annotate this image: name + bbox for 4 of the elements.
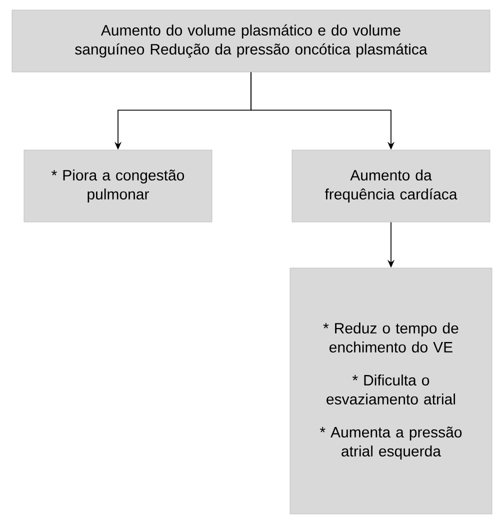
process-box: * Piora a congestão pulmonar (24, 150, 212, 222)
process-box: * Reduz o tempo de enchimento do VE * Dificulta o esvaziamento atrial * Aumenta a pressão atrial esquerda (290, 268, 492, 514)
process-box: Aumento do volume plasmático e do volume sanguíneo Redução da pressão oncótica plasmática (12, 10, 490, 72)
process-box: Aumento da frequência cardíaca (292, 150, 490, 222)
